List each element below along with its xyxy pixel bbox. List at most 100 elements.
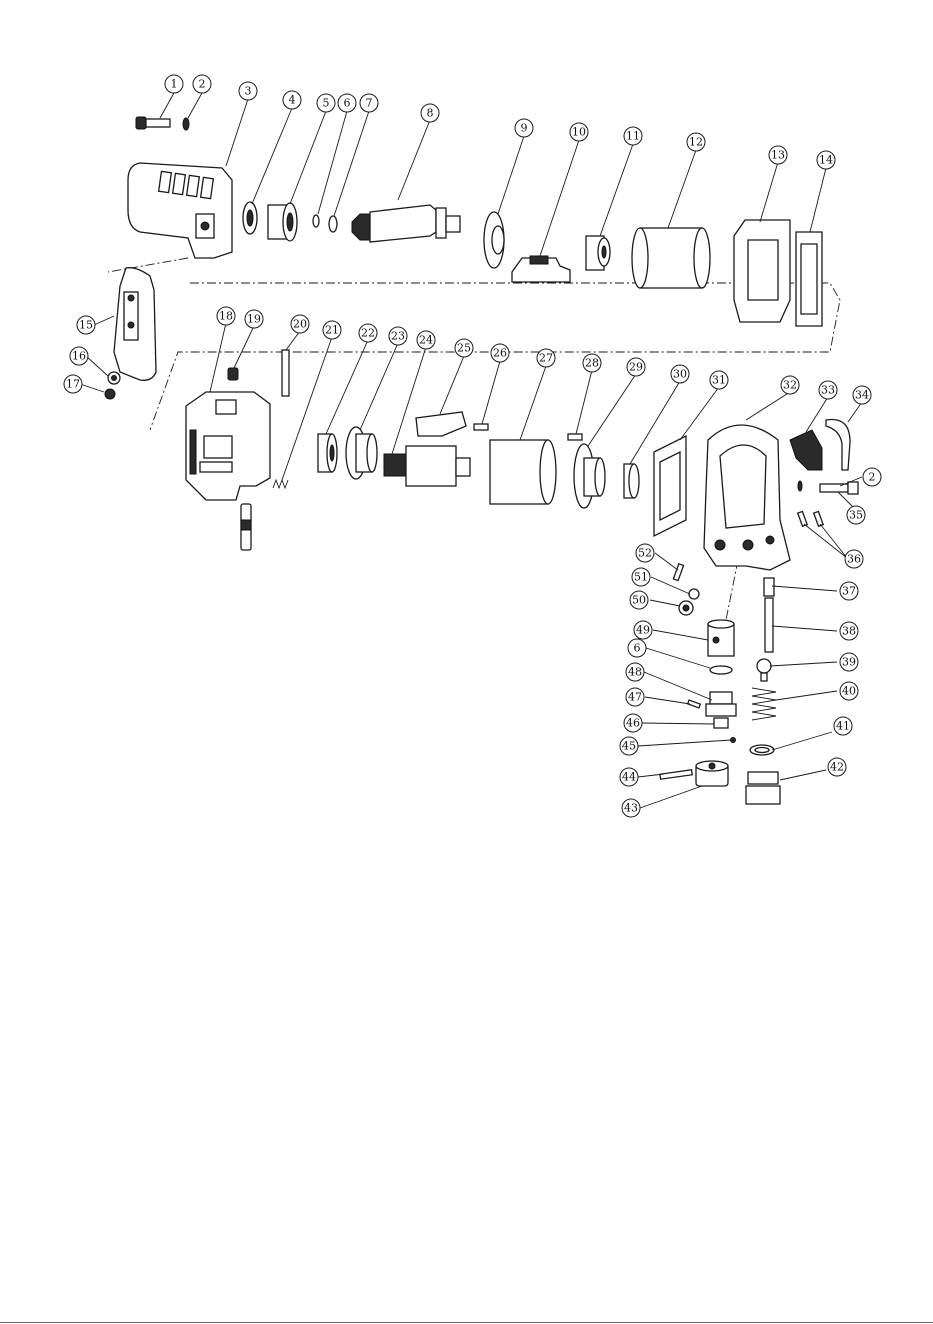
callout-number: 36 — [847, 553, 861, 566]
part-51-nut — [689, 589, 699, 599]
callout-number: 2 — [199, 78, 206, 91]
part-7-ring — [329, 216, 337, 232]
part-21b-pin — [241, 504, 251, 550]
callout-9: 9 — [515, 119, 533, 137]
callout-20: 20 — [291, 315, 309, 333]
part-21-spring — [273, 480, 288, 488]
callout-number: 19 — [247, 313, 261, 326]
callout-number: 38 — [842, 625, 856, 638]
part-16-nut — [108, 372, 120, 384]
part-11-bushing — [586, 236, 610, 270]
part-5-bushing — [268, 203, 297, 241]
part-49-reverse-valve — [708, 620, 734, 656]
callout-number: 3 — [245, 85, 252, 98]
callout-number: 29 — [629, 361, 643, 374]
callout-number: 27 — [539, 352, 553, 365]
callout-18: 18 — [217, 307, 235, 325]
callout-number: 23 — [391, 330, 405, 343]
callout-13: 13 — [769, 146, 787, 164]
part-2b-washer — [798, 481, 802, 491]
part-33-trigger — [790, 430, 822, 470]
part-8-anvil — [352, 205, 460, 242]
callout-33: 33 — [819, 381, 837, 399]
part-40-spring — [752, 688, 776, 720]
part-30-bearing — [624, 464, 639, 498]
callout-number: 49 — [636, 624, 650, 637]
callout-23: 23 — [389, 327, 407, 345]
part-2-washer — [183, 118, 189, 130]
part-26-pin — [474, 424, 488, 430]
callout-47: 47 — [626, 688, 644, 706]
callout-number: 17 — [66, 378, 80, 391]
callout-11: 11 — [624, 127, 642, 145]
callout-22: 22 — [359, 324, 377, 342]
callout-number: 52 — [638, 547, 652, 560]
callout-number: 48 — [628, 666, 642, 679]
callout-number: 6 — [634, 642, 641, 655]
callout-44: 44 — [620, 768, 638, 786]
part-3-hammer-case — [128, 163, 232, 258]
callout-4: 4 — [283, 91, 301, 109]
part-29-end-plate — [574, 444, 605, 508]
part-1-bolt — [136, 117, 170, 129]
part-41-washer — [750, 745, 774, 755]
callout-15: 15 — [77, 316, 95, 334]
callout-21: 21 — [323, 321, 341, 339]
callout-10: 10 — [570, 123, 588, 141]
callout-34: 34 — [853, 386, 871, 404]
callout-number: 37 — [842, 585, 856, 598]
callout-number: 2 — [869, 471, 876, 484]
part-42-plug — [746, 772, 780, 804]
callout-38: 38 — [840, 622, 858, 640]
callout-6: 6 — [338, 94, 356, 112]
callout-number: 6 — [344, 97, 351, 110]
part-50-cap — [679, 601, 693, 615]
callout-39: 39 — [840, 653, 858, 671]
callout-number: 44 — [622, 771, 636, 784]
callout-number: 32 — [783, 379, 797, 392]
callout-number: 24 — [419, 334, 433, 347]
callout-number: 40 — [842, 685, 856, 698]
callout-number: 8 — [427, 107, 434, 120]
callout-50: 50 — [630, 591, 648, 609]
part-10-cam — [512, 256, 570, 282]
part-34-lever — [826, 419, 850, 470]
callout-43: 43 — [622, 799, 640, 817]
callout-number: 35 — [849, 509, 863, 522]
callout-27: 27 — [537, 349, 555, 367]
part-52-pin — [673, 564, 683, 581]
callout-14: 14 — [817, 151, 835, 169]
callout-number: 31 — [712, 374, 726, 387]
part-27-cylinder — [490, 440, 556, 504]
callout-26: 26 — [491, 344, 509, 362]
callout-29: 29 — [627, 358, 645, 376]
part-35-bolt — [820, 482, 858, 494]
callout-number: 47 — [628, 691, 642, 704]
callout-1: 1 — [165, 75, 183, 93]
part-18-housing — [186, 392, 270, 500]
callout-number: 41 — [836, 720, 850, 733]
callout-number: 50 — [632, 594, 646, 607]
part-6-oring — [313, 215, 319, 227]
callout-3: 3 — [239, 82, 257, 100]
part-32-handle — [704, 425, 790, 570]
part-25-blade — [416, 412, 466, 436]
callout-number: 25 — [457, 342, 471, 355]
callout-32: 32 — [781, 376, 799, 394]
callout-37: 37 — [840, 582, 858, 600]
callout-16: 16 — [70, 347, 88, 365]
callout-30: 30 — [671, 365, 689, 383]
callout-number: 18 — [219, 310, 233, 323]
callout-number: 51 — [634, 571, 648, 584]
callout-49: 49 — [634, 621, 652, 639]
part-13-frame-plate — [734, 220, 790, 322]
callout-48: 48 — [626, 663, 644, 681]
part-38-valve-stem — [765, 598, 773, 652]
callout-number: 16 — [72, 350, 86, 363]
callout-25: 25 — [455, 339, 473, 357]
part-28-pin — [568, 434, 582, 440]
callout-number: 20 — [293, 318, 307, 331]
part-15-handle-cover — [114, 268, 156, 381]
callout-41: 41 — [834, 717, 852, 735]
